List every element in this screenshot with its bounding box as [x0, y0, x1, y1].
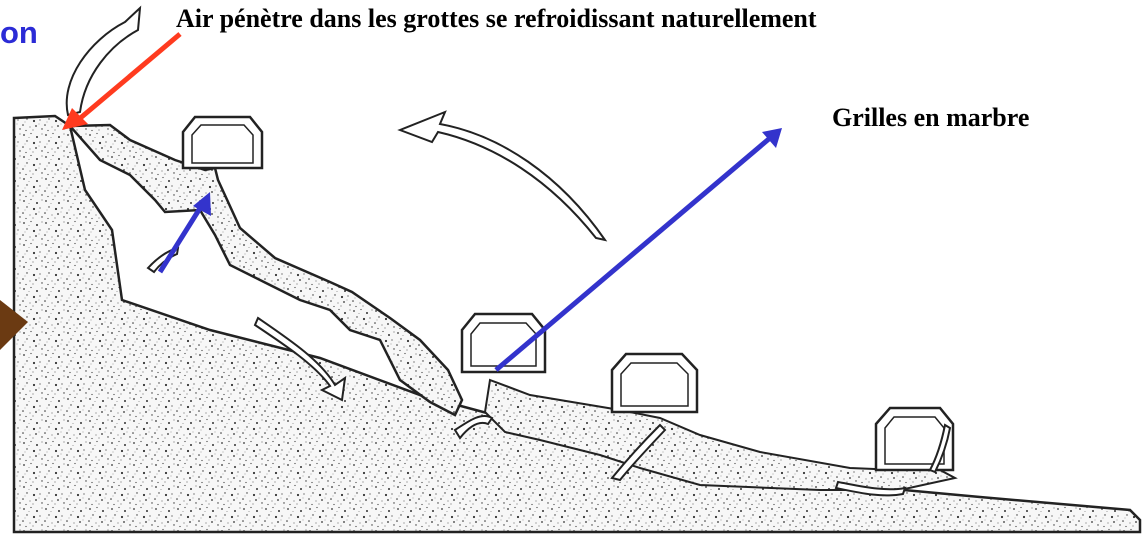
cut-off-title: on [0, 15, 38, 51]
air-entry-label: Air pénètre dans les grottes se refroidi… [176, 4, 817, 34]
blue-arrow-icon [496, 128, 782, 370]
marble-grilles-label: Grilles en marbre [832, 103, 1029, 133]
cave-chamber-lower [612, 354, 697, 412]
cave-chamber-top [183, 117, 262, 168]
